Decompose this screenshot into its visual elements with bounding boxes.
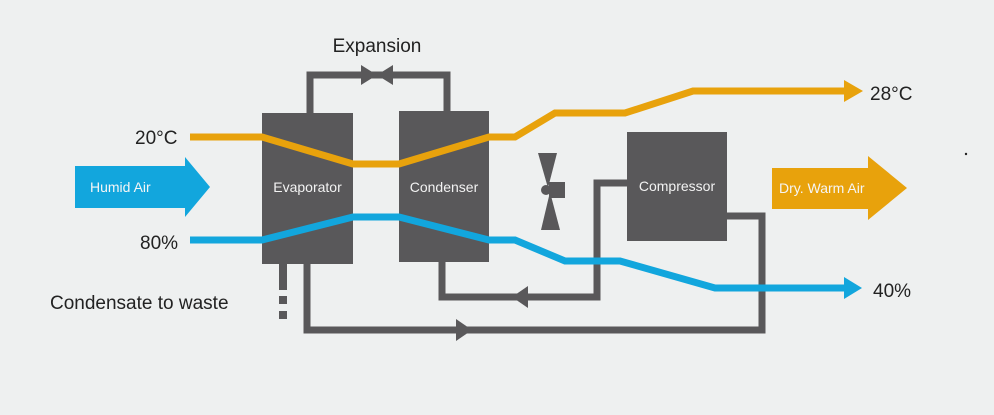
temp-out-label: 28°C [870,84,912,105]
condenser-return-pipe [438,179,628,301]
humidity-in-label: 80% [140,233,178,254]
condenser-label: Condenser [410,179,479,195]
flow-left-arrow-icon [512,286,528,308]
temperature-arrowhead-icon [844,80,863,102]
expansion-pipe [306,71,451,114]
compressor-box [627,132,727,241]
temperature-line [190,87,846,168]
temp-in-label: 20°C [135,128,177,149]
compressor-label: Compressor [639,178,716,194]
dry-warm-air-label: Dry. Warm Air [779,180,865,196]
humid-air-arrow [75,157,210,217]
humidity-arrowhead-icon [844,277,862,299]
fan-icon [538,153,565,230]
condensate-drain [279,262,287,319]
condensate-label: Condensate to waste [50,293,229,314]
dry-warm-air-arrow [772,156,907,220]
expansion-label: Expansion [333,36,422,57]
humidity-line [190,213,846,292]
stray-dot [964,152,968,156]
humidity-out-label: 40% [873,281,911,302]
humid-air-label: Humid Air [90,179,151,195]
compressor-discharge-pipe [303,212,766,334]
evaporator-label: Evaporator [273,179,342,195]
expansion-valve-icon [361,65,393,85]
flow-right-arrow-icon [456,319,472,341]
